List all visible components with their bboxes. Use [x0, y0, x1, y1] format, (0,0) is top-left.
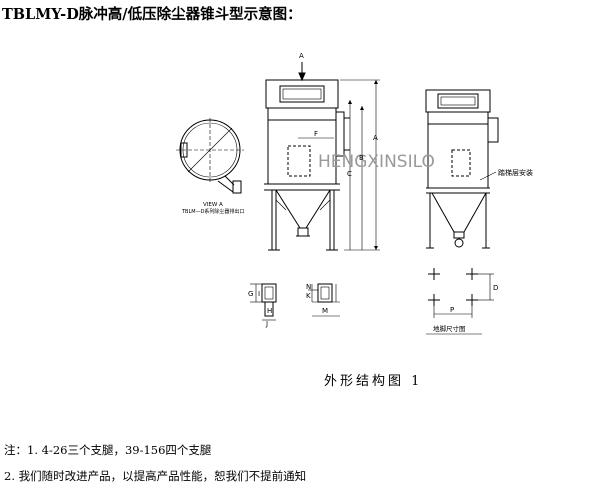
dust-collector-drawing: HENGXINSILO VIEW A TBLM—D系列除尘器排出口 A 踏梯层安… [176, 52, 533, 335]
view-a-drawing [176, 118, 244, 194]
side-install-note: 踏梯层安装 [498, 168, 533, 177]
dim-c: C [347, 170, 352, 178]
tblm-note-label: TBLM—D系列除尘器排出口 [181, 208, 244, 215]
dim-b: B [359, 154, 364, 162]
front-elevation [264, 62, 380, 251]
foundation-label: 地脚尺寸图 [433, 324, 466, 333]
arrow-a-label: A [299, 52, 304, 60]
figure-caption: 外形结构图 1 [324, 374, 423, 389]
dim-k: K [306, 292, 311, 300]
dim-i: I [258, 290, 260, 298]
page-title: TBLMY-D脉冲高/低压除尘器锥斗型示意图： [2, 6, 302, 23]
view-a-label: VIEW A [203, 202, 223, 208]
dim-f: F [314, 130, 318, 138]
dim-j: J [265, 320, 268, 328]
dim-h: H [267, 307, 272, 315]
dim-g: G [248, 290, 253, 298]
detail-g-i [250, 283, 277, 321]
note-line-2: 2. 我们随时改进产品，以提高产品性能，恕我们不提前通知 [4, 469, 307, 483]
dim-p: P [450, 306, 454, 314]
watermark: HENGXINSILO [318, 152, 435, 172]
detail-n-k [308, 283, 340, 317]
dim-d: D [493, 284, 498, 292]
foundation-plan [426, 268, 494, 335]
dim-n: N [306, 283, 311, 291]
note-line-1: 注：1. 4-26三个支腿，39-156四个支腿 [4, 443, 212, 457]
dim-a: A [373, 134, 378, 142]
dim-m: M [322, 307, 328, 315]
side-elevation [425, 89, 499, 249]
